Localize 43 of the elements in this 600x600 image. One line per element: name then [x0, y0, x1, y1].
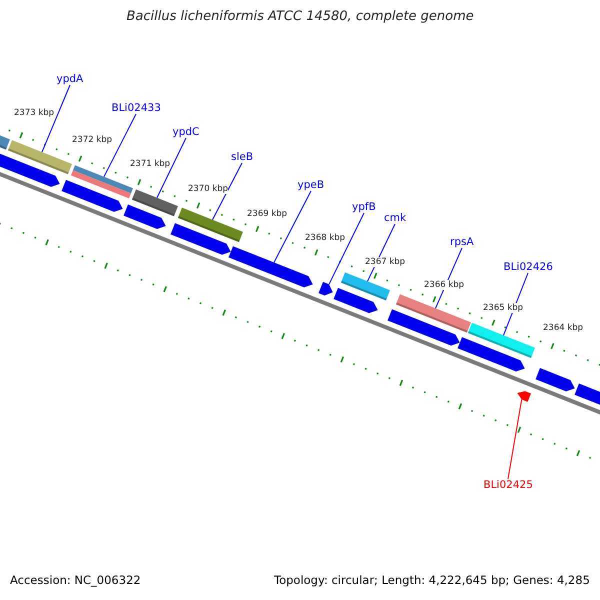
cds-feature: [62, 180, 123, 212]
scale-label: 2370 kbp: [188, 184, 228, 194]
scale-label: 2364 kbp: [543, 323, 584, 334]
accession-text: Accession: NC_006322: [10, 574, 141, 588]
cds-feature: [170, 223, 231, 255]
scale-label: 2372 kbp: [72, 135, 112, 146]
cds-feature: [334, 288, 378, 314]
gene-bar: [132, 189, 178, 216]
cds-feature: [458, 337, 525, 372]
cds-feature: [536, 368, 575, 392]
gene-label: BLi02433: [112, 102, 161, 115]
gene-label: ypfB: [352, 201, 376, 214]
gene-label: sleB: [231, 151, 254, 164]
scale-label: 2368 kbp: [305, 233, 346, 244]
leader-line: [42, 84, 70, 153]
title: Bacillus licheniformis ATCC 14580, complete genome: [126, 9, 474, 25]
scale-label: 2365 kbp: [483, 303, 524, 314]
gene-label: BLi02426: [504, 261, 553, 274]
scale-label: 2371 kbp: [130, 159, 170, 170]
gene-label: ypdC: [172, 126, 200, 139]
cds-feature: [318, 282, 333, 296]
scale-label: 2369 kbp: [247, 209, 288, 220]
gene-bar: [70, 165, 133, 198]
gene-label: ypeB: [298, 179, 324, 192]
gene-label: ypdA: [56, 73, 84, 86]
gene-label: BLi02425: [484, 479, 533, 492]
scale-label: 2366 kbp: [424, 280, 464, 290]
leader-line: [104, 114, 136, 178]
leader-line: [274, 190, 312, 263]
gene-label: cmk: [384, 212, 406, 225]
scale-label: 2373 kbp: [14, 108, 54, 118]
leader-line: [156, 138, 186, 198]
cds-feature: [228, 246, 313, 288]
scale-label: 2367 kbp: [365, 257, 406, 268]
cds-feature: [388, 309, 460, 346]
leader-line: [508, 399, 522, 480]
leader-line: [328, 212, 364, 285]
gene-label: rpsA: [450, 236, 474, 249]
genome-info-text: Topology: circular; Length: 4,222,645 bp; Genes: 4,285: [274, 574, 590, 588]
cds-feature: [0, 154, 60, 187]
cds-feature: [517, 391, 531, 402]
leader-line: [212, 162, 242, 220]
cds-feature: [124, 204, 166, 229]
